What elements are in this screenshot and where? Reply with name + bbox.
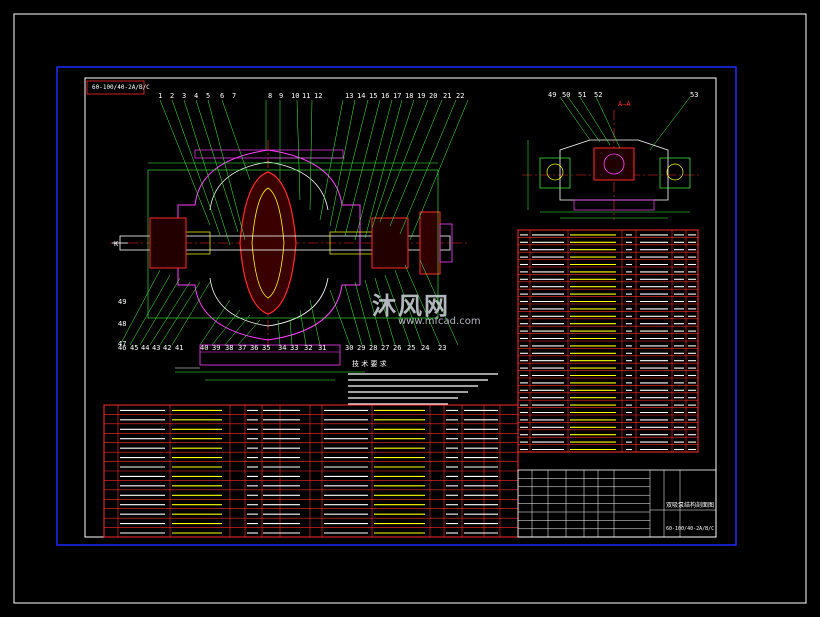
balloon-5: 5 [206,92,210,100]
balloon-22: 22 [456,92,464,100]
balloon-23: 23 [438,344,446,352]
balloon-31: 31 [318,344,326,352]
drawing-tag-box [86,80,145,95]
bom-table-right [517,229,699,453]
balloon-40: 40 [200,344,208,352]
main-section-view [110,99,470,381]
balloon-16: 16 [381,92,389,100]
balloon-11: 11 [302,92,310,100]
balloon-45: 45 [130,344,138,352]
balloon-1: 1 [158,92,162,100]
bom-table-bottom [103,404,519,538]
balloon-12: 12 [314,92,322,100]
balloon-44: 44 [141,344,149,352]
balloon-36: 36 [250,344,258,352]
balloon-32: 32 [304,344,312,352]
left-label-49: 49 [118,298,126,306]
side-label-53: 53 [690,91,698,99]
balloon-2: 2 [170,92,174,100]
balloon-34: 34 [278,344,286,352]
balloon-9: 9 [279,92,283,100]
balloon-39: 39 [212,344,220,352]
left-label-47: 47 [118,340,126,348]
balloon-30: 30 [345,344,353,352]
balloon-17: 17 [393,92,401,100]
tech-req-title: 技 术 要 求 [352,359,387,368]
title-block: 双吸泵结构剖面图 60-100/40-2A/B/C [517,469,717,538]
balloon-41: 41 [175,344,183,352]
left-label-48: 48 [118,320,126,328]
balloon-21: 21 [443,92,451,100]
balloon-38: 38 [225,344,233,352]
balloon-19: 19 [417,92,425,100]
side-view-labels: 49 50 51 52 53A—A [548,91,698,108]
balloon-43: 43 [152,344,160,352]
title-block-code: 60-100/40-2A/B/C [666,526,714,532]
balloon-10: 10 [291,92,299,100]
side-annot: A—A [618,100,631,108]
drawing-tag: 60-100/40-2A/B/C [92,84,150,91]
balloon-20: 20 [429,92,437,100]
title-block-name: 双吸泵结构剖面图 [666,501,714,509]
balloon-33: 33 [290,344,298,352]
balloon-4: 4 [194,92,198,100]
balloon-6: 6 [220,92,224,100]
balloon-14: 14 [357,92,365,100]
balloon-42: 42 [163,344,171,352]
balloon-24: 24 [421,344,429,352]
balloon-29: 29 [357,344,365,352]
balloon-18: 18 [405,92,413,100]
balloon-35: 35 [262,344,270,352]
balloon-27: 27 [381,344,389,352]
balloon-37: 37 [238,344,246,352]
frame-border [56,66,737,546]
watermark-text: 沐风网 [372,292,450,320]
balloon-15: 15 [369,92,377,100]
side-label-49: 49 [548,91,556,99]
tech-requirements: 技 术 要 求 [348,359,498,405]
balloon-28: 28 [369,344,377,352]
side-label-50: 50 [562,91,570,99]
watermark-url: www.mfcad.com [398,316,481,327]
balloon-13: 13 [345,92,353,100]
balloon-46: 46 [118,344,126,352]
side-view [522,96,700,220]
balloon-8: 8 [268,92,272,100]
balloon-26: 26 [393,344,401,352]
side-label-51: 51 [578,91,586,99]
balloon-25: 25 [407,344,415,352]
balloon-3: 3 [182,92,186,100]
side-label-52: 52 [594,91,602,99]
paper-border [13,13,807,604]
balloon-7: 7 [232,92,236,100]
left-label-K: K [114,240,119,248]
